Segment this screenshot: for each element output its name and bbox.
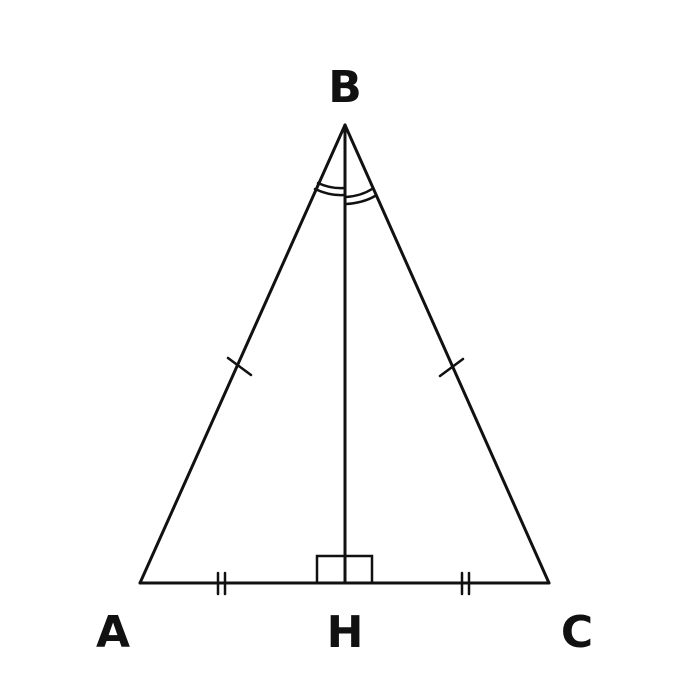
double-tick-mark-hc	[460, 571, 471, 596]
vertex-label-a: A	[96, 607, 130, 658]
side-bc	[343, 123, 551, 585]
vertex-label-b: B	[328, 62, 362, 113]
vertex-label-h: H	[327, 607, 364, 658]
double-tick-mark-ah	[216, 571, 227, 596]
tick-mark-bc	[438, 357, 465, 378]
angle-arc-hbc	[344, 187, 377, 206]
tick-mark-ab	[226, 356, 253, 377]
side-ab	[138, 123, 347, 585]
vertex-label-c: C	[561, 607, 593, 658]
right-angle-mark	[315, 554, 374, 585]
angle-arc-abh	[313, 181, 346, 197]
